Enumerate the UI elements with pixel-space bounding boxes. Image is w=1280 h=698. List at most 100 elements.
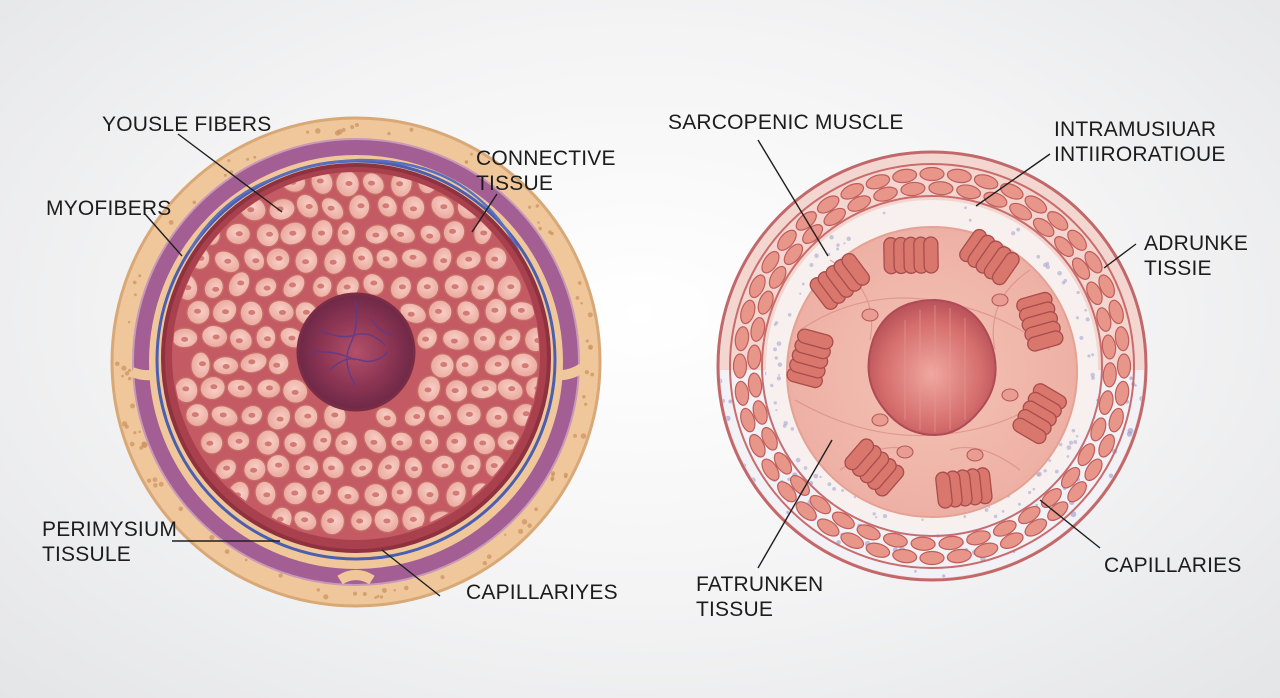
label-perimysium-tissue: PERIMYSIUM TISSULE <box>42 518 178 566</box>
myofiber <box>243 457 267 482</box>
outer-muscle-cell <box>1067 229 1087 251</box>
myofiber <box>390 431 414 452</box>
myofiber-nucleus <box>273 362 281 368</box>
outer-muscle-cell <box>892 168 918 184</box>
fat-dot <box>1129 376 1133 381</box>
leader-intramusiuar <box>975 153 1051 207</box>
myofiber <box>347 193 371 221</box>
outer-muscle-cell <box>768 265 787 289</box>
myofiber-nucleus <box>265 385 273 391</box>
myofiber <box>228 327 254 352</box>
myofiber <box>240 404 264 426</box>
connective-dot <box>323 594 329 600</box>
intramuscular-dot <box>1066 445 1072 450</box>
myofiber-nucleus <box>451 388 459 394</box>
leader-adrunke <box>1103 243 1137 269</box>
myofiber-nucleus <box>396 440 404 446</box>
myofiber-nucleus <box>317 283 325 289</box>
intramuscular-dot <box>1066 455 1070 458</box>
outer-muscle-cell <box>749 433 766 458</box>
connective-dot <box>192 200 197 205</box>
myofiber <box>361 172 386 196</box>
myofiber-nucleus <box>320 437 328 443</box>
connective-dot <box>133 431 137 435</box>
connective-dot <box>139 445 144 450</box>
connective-dot <box>584 402 588 406</box>
outer-muscle-cell <box>747 372 763 398</box>
myofiber <box>190 351 211 380</box>
connective-dot <box>146 478 152 483</box>
outer-muscle-cell <box>752 400 768 425</box>
myofiber-nucleus <box>480 230 488 236</box>
myofiber-nucleus <box>248 359 256 365</box>
myofiber-nucleus <box>194 308 202 314</box>
fat-dot <box>1165 405 1167 407</box>
myofiber <box>282 481 308 506</box>
myofiber-nucleus <box>494 361 502 367</box>
myofiber-nucleus <box>210 384 218 390</box>
myofiber-nucleus <box>491 307 499 313</box>
myofiber-nucleus <box>224 258 232 264</box>
myofiber <box>173 327 199 349</box>
connective-dot <box>577 281 582 285</box>
outer-muscle-cell <box>928 181 954 196</box>
fat-dot <box>743 529 749 535</box>
intramuscular-dot <box>777 362 783 367</box>
myofiber <box>430 194 456 221</box>
myofiber <box>334 430 359 456</box>
fat-dot <box>714 485 719 490</box>
myofiber-nucleus <box>302 309 310 315</box>
connective-dot <box>178 506 184 512</box>
intramuscular-dot <box>1032 487 1036 491</box>
myofiber <box>279 221 308 246</box>
myofiber <box>374 406 398 429</box>
outer-muscle-cell <box>777 481 797 503</box>
myofiber <box>445 480 468 509</box>
intramuscular-dot <box>827 482 832 487</box>
fat-dot <box>753 565 758 569</box>
fat-dot <box>1054 573 1059 578</box>
intramuscular-dot <box>801 282 805 286</box>
myofiber-nucleus <box>327 518 335 524</box>
intramuscular-dot <box>787 312 792 317</box>
myofiber <box>442 219 466 245</box>
outer-muscle-cell <box>865 174 891 190</box>
fat-dot <box>701 463 705 467</box>
left-connective-dots <box>115 123 595 600</box>
myofiber <box>211 298 238 324</box>
intramuscular-dot <box>836 243 840 247</box>
myofiber-nucleus <box>206 440 214 446</box>
fat-dot <box>711 565 717 571</box>
myofiber <box>400 247 428 269</box>
intramuscular-dot <box>813 473 819 479</box>
fiber-bundle <box>1016 291 1064 352</box>
myofiber-nucleus <box>409 516 417 522</box>
myofiber <box>281 378 309 404</box>
fat-dot <box>1156 385 1160 389</box>
myofiber <box>311 275 333 299</box>
label-connective-tissue: CONNECTIVE TISSUE <box>476 147 616 195</box>
myofiber <box>312 428 333 453</box>
myofiber-nucleus <box>357 203 365 209</box>
myofiber-nucleus <box>424 439 432 445</box>
fat-dot <box>1164 548 1168 552</box>
myofiber-nucleus <box>506 439 514 445</box>
fat-dot <box>1117 499 1124 506</box>
myofiber <box>265 453 291 479</box>
connective-dot <box>305 130 310 134</box>
outer-muscle-cell <box>1084 250 1103 274</box>
fat-dot <box>700 399 703 402</box>
myofiber <box>403 456 424 480</box>
bundle-fiber <box>991 251 1020 286</box>
label-capillaries-right: CAPILLARIES <box>1104 554 1242 577</box>
intramuscular-dot <box>993 514 998 519</box>
myofiber-nucleus <box>481 386 489 392</box>
myofiber <box>293 404 319 429</box>
myofiber <box>255 325 277 350</box>
myofiber <box>444 378 469 403</box>
myofiber-nucleus <box>356 518 364 524</box>
outer-muscle-cell <box>973 542 999 558</box>
myofiber-nucleus <box>505 335 513 341</box>
connective-dot <box>115 361 120 367</box>
connective-dot <box>129 441 135 447</box>
